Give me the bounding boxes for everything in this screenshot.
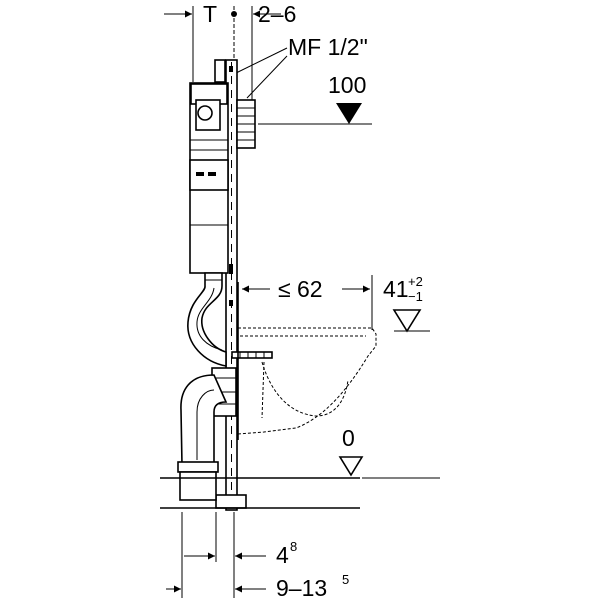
drain-elbow	[180, 374, 228, 466]
bracket-slot	[208, 172, 216, 176]
wc-bolt	[231, 351, 273, 359]
frame-top-bracket	[214, 59, 226, 83]
label-depth-max: ≤ 62	[278, 276, 323, 302]
label-offset-top: 2–6	[258, 1, 296, 27]
mf-callout: MF 1/2"	[233, 34, 368, 99]
wc-pan	[237, 327, 377, 435]
drain-pipe	[177, 367, 237, 501]
bracket-slot	[196, 172, 204, 176]
label-dim-9: 9–13	[276, 575, 327, 600]
installation-frame	[214, 59, 247, 511]
label-dim-4-sup: 8	[290, 539, 297, 554]
label-dim-9-sup: 5	[342, 572, 349, 587]
fill-valve-icon	[197, 105, 213, 121]
top-dimension-group: T 2–6	[164, 1, 296, 100]
bottom-dimension-group: 4 8 9–13 5	[166, 512, 349, 600]
floor-level-group: 0	[160, 425, 440, 509]
flush-pipe	[187, 272, 227, 367]
label-height-41-plus: +2	[408, 274, 423, 289]
triangle-level-icon	[338, 456, 364, 477]
seat-height-group: 41 +2 −1	[383, 274, 430, 333]
leader-line-mf-2	[246, 55, 288, 99]
drain-elbow-inner	[196, 389, 215, 460]
label-height-100: 100	[328, 72, 366, 98]
cistern	[189, 82, 229, 274]
level-100-group: 100	[258, 72, 372, 125]
wc-pan-bowl	[261, 361, 349, 417]
drain-collar	[177, 461, 219, 473]
label-t: T	[203, 1, 217, 27]
frame-main-post	[225, 59, 238, 511]
flush-bend-inner	[196, 287, 223, 351]
triangle-level-icon	[336, 103, 362, 124]
frame-foot	[215, 494, 247, 509]
flush-bend	[187, 272, 227, 367]
depth-dimension: ≤ 62	[242, 275, 373, 330]
frame-hole	[229, 300, 233, 306]
leader-line-mf-1	[233, 47, 288, 75]
label-height-41-minus: −1	[408, 289, 423, 304]
frame-hole	[229, 264, 233, 274]
label-dim-4: 4	[276, 542, 289, 568]
drain-outlet	[179, 471, 217, 501]
label-mf: MF 1/2"	[288, 34, 368, 60]
frame-hole	[229, 66, 233, 72]
label-floor-0: 0	[342, 425, 355, 451]
wc-pan-inner	[261, 361, 265, 419]
wc-pan-outline	[237, 327, 377, 435]
triangle-level-icon	[392, 309, 422, 333]
water-connection	[236, 99, 256, 149]
label-height-41: 41	[383, 276, 409, 302]
threaded-rod	[231, 351, 273, 359]
